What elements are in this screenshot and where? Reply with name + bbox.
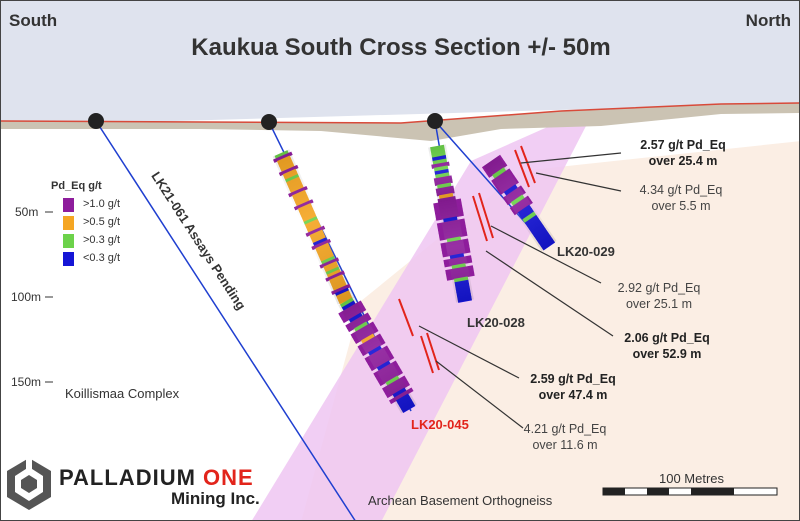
tube-shading	[272, 149, 355, 305]
intercept-marker	[398, 298, 414, 337]
intercept-annotation: 2.59 g/t Pd_Eq over 47.4 m	[513, 371, 633, 403]
company-name-word1: PALLADIUM	[59, 465, 196, 490]
intercept-marker	[514, 149, 530, 188]
legend-item-label: >0.5 g/t	[83, 216, 121, 228]
legend-swatch	[63, 252, 74, 266]
intrusion-zone	[252, 121, 586, 520]
tube-shading	[338, 296, 417, 414]
lk20-045-label: LK20-045	[411, 417, 469, 432]
depth-label-150m: 150m	[11, 375, 42, 389]
scale-bar-segment	[603, 488, 625, 495]
legend-swatch	[63, 198, 74, 212]
company-logo-mark	[7, 458, 51, 510]
intercept-annotation: 2.92 g/t Pd_Eq over 25.1 m	[599, 280, 719, 312]
intercept-marker	[478, 192, 494, 239]
intercept-annotation: 2.06 g/t Pd_Eq over 52.9 m	[607, 330, 727, 362]
legend-item-label: <0.3 g/t	[83, 252, 121, 264]
scale-bar-segment	[647, 488, 669, 495]
scale-bar-frame	[602, 487, 778, 496]
koillismaa-complex-label: Koillismaa Complex	[65, 386, 180, 401]
tube-shading	[428, 144, 456, 203]
orientation-south: South	[9, 11, 58, 30]
company-name: PALLADIUM ONE	[59, 465, 254, 491]
legend-item-label: >0.3 g/t	[83, 234, 121, 246]
leader-line	[485, 250, 614, 337]
assay-tube-lk20-045	[272, 149, 355, 305]
leader-line	[435, 360, 524, 429]
intercept-markers	[398, 145, 536, 374]
tube-shading	[483, 155, 557, 252]
depth-label-100m: 100m	[11, 290, 42, 304]
legend-swatch	[63, 234, 74, 248]
legend-title: Pd_Eq g/t	[51, 180, 102, 192]
lk20-029-label: LK20-029	[557, 244, 615, 259]
company-name-word2: ONE	[203, 465, 254, 490]
section-title: Kaukua South Cross Section +/- 50m	[191, 34, 611, 61]
intercept-marker	[426, 332, 440, 371]
depth-label-50m: 50m	[15, 205, 39, 219]
orientation-north: North	[745, 11, 791, 30]
intercept-length: over 5.5 m	[651, 199, 711, 213]
collar-lk20-045	[261, 114, 277, 130]
intercept-grade: 2.92 g/t Pd_Eq	[617, 281, 701, 295]
leader-line	[535, 172, 622, 192]
company-subtitle: Mining Inc.	[171, 489, 260, 508]
intercept-grade: 4.21 g/t Pd_Eq	[523, 422, 607, 436]
assay-tube-lk20-045-lower	[338, 296, 417, 414]
basement-orthogneiss-label: Archean Basement Orthogneiss	[368, 493, 553, 508]
intercept-length: over 25.1 m	[625, 297, 692, 311]
leader-line	[520, 152, 622, 164]
sky-area	[1, 1, 799, 123]
depth-ticks	[45, 211, 53, 383]
legend-swatch	[63, 216, 74, 230]
lk20-028-label: LK20-028	[467, 315, 525, 330]
tube-shading	[438, 199, 474, 303]
scale-bar-segment	[691, 488, 734, 495]
leader-line	[490, 225, 602, 284]
intercept-length: over 11.6 m	[532, 438, 598, 452]
assay-tube-lk20-028-upper	[428, 144, 456, 204]
assay-tube-lk20-028-lower	[433, 198, 475, 303]
intercept-annotation: 4.34 g/t Pd_Eq over 5.5 m	[621, 182, 741, 214]
intercept-length: over 25.4 m	[648, 154, 718, 168]
intercept-marker	[520, 145, 536, 184]
collar-lk20-028-029	[427, 113, 443, 129]
intercept-marker	[472, 195, 488, 242]
legend-item-label: >1.0 g/t	[83, 198, 121, 210]
intercept-marker	[420, 335, 434, 374]
leader-lines	[418, 152, 622, 429]
intercept-grade: 4.34 g/t Pd_Eq	[639, 183, 723, 197]
intercept-length: over 47.4 m	[538, 388, 608, 402]
collar-lk21-061	[88, 113, 104, 129]
intercept-grade: 2.06 g/t Pd_Eq	[624, 331, 710, 345]
intercept-grade: 2.59 g/t Pd_Eq	[530, 372, 616, 386]
intercept-annotation: 4.21 g/t Pd_Eq over 11.6 m	[505, 421, 625, 453]
assay-tube-lk20-029	[481, 154, 557, 252]
intercept-annotation: 2.57 g/t Pd_Eq over 25.4 m	[623, 137, 743, 169]
scale-bar	[602, 487, 778, 496]
assay-tubes	[272, 144, 557, 414]
scale-bar-label: 100 Metres	[659, 471, 725, 486]
intercept-length: over 52.9 m	[632, 347, 702, 361]
intercept-grade: 2.57 g/t Pd_Eq	[640, 138, 726, 152]
lk21-061-trace	[95, 120, 356, 520]
overburden-layer	[1, 103, 799, 141]
leader-line	[418, 325, 520, 379]
